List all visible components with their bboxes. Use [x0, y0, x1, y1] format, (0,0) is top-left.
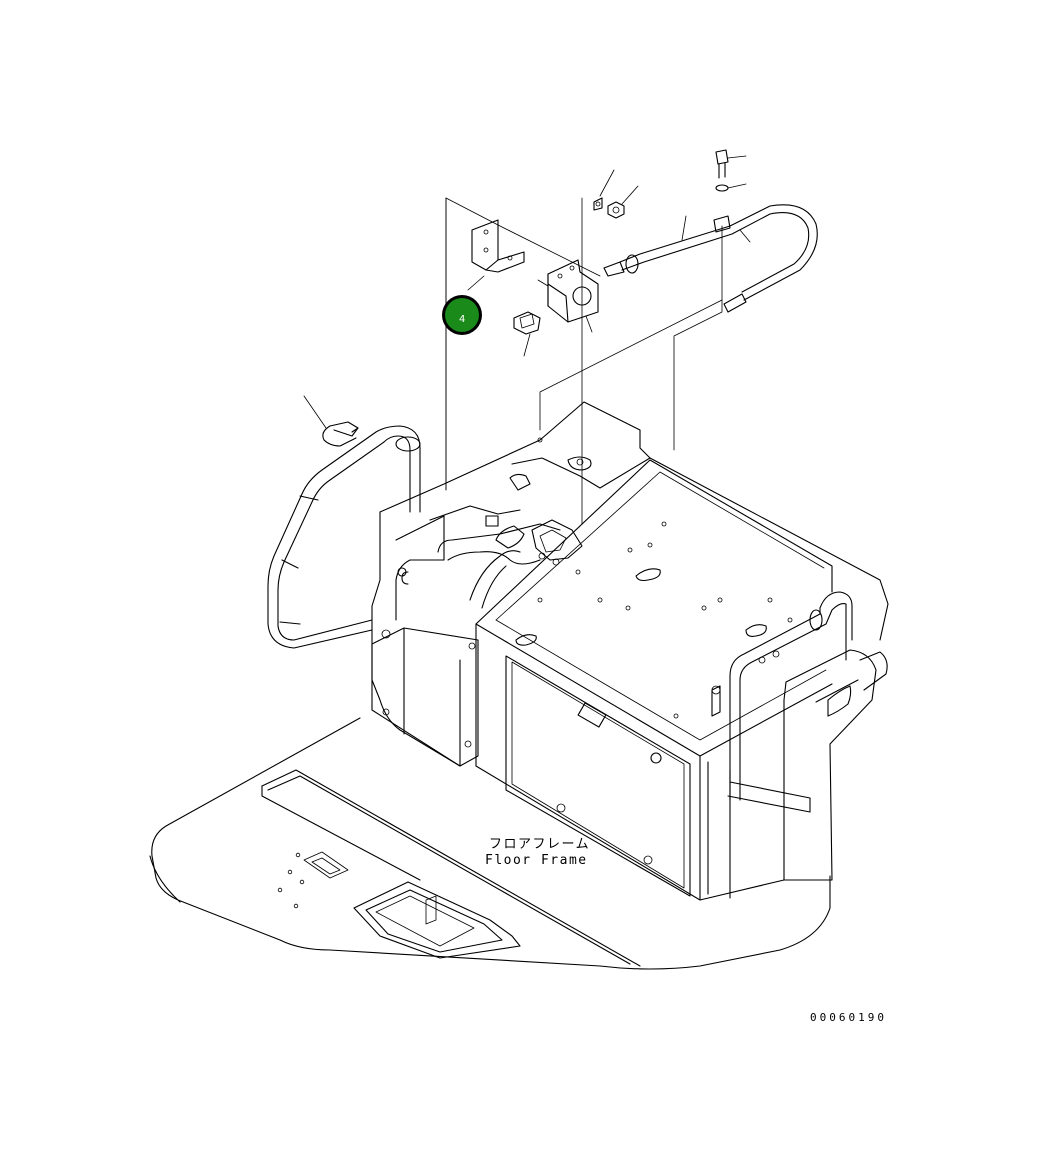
- right-handrail: [711, 591, 853, 813]
- callout-4[interactable]: 4: [442, 295, 482, 335]
- floor-plate: [149, 717, 831, 970]
- label-floor-frame-en: Floor Frame: [485, 853, 588, 868]
- leader-lines: [303, 197, 723, 525]
- label-floor-frame-jp: フロアフレーム: [489, 837, 590, 852]
- drawing-reference: 00060190: [810, 1011, 887, 1024]
- cable: [603, 204, 818, 313]
- left-cover: [371, 515, 479, 767]
- nut-and-washer: [593, 169, 639, 219]
- clip: [513, 311, 541, 357]
- solenoid: [537, 259, 599, 333]
- callout-number: 4: [459, 314, 465, 325]
- bracket: [467, 219, 525, 291]
- bolt: [715, 149, 747, 192]
- u-bolt: [322, 421, 359, 447]
- base-box: [371, 401, 889, 901]
- left-handrail: [267, 425, 421, 649]
- right-cover: [783, 649, 888, 881]
- wiring-harness: [429, 437, 651, 609]
